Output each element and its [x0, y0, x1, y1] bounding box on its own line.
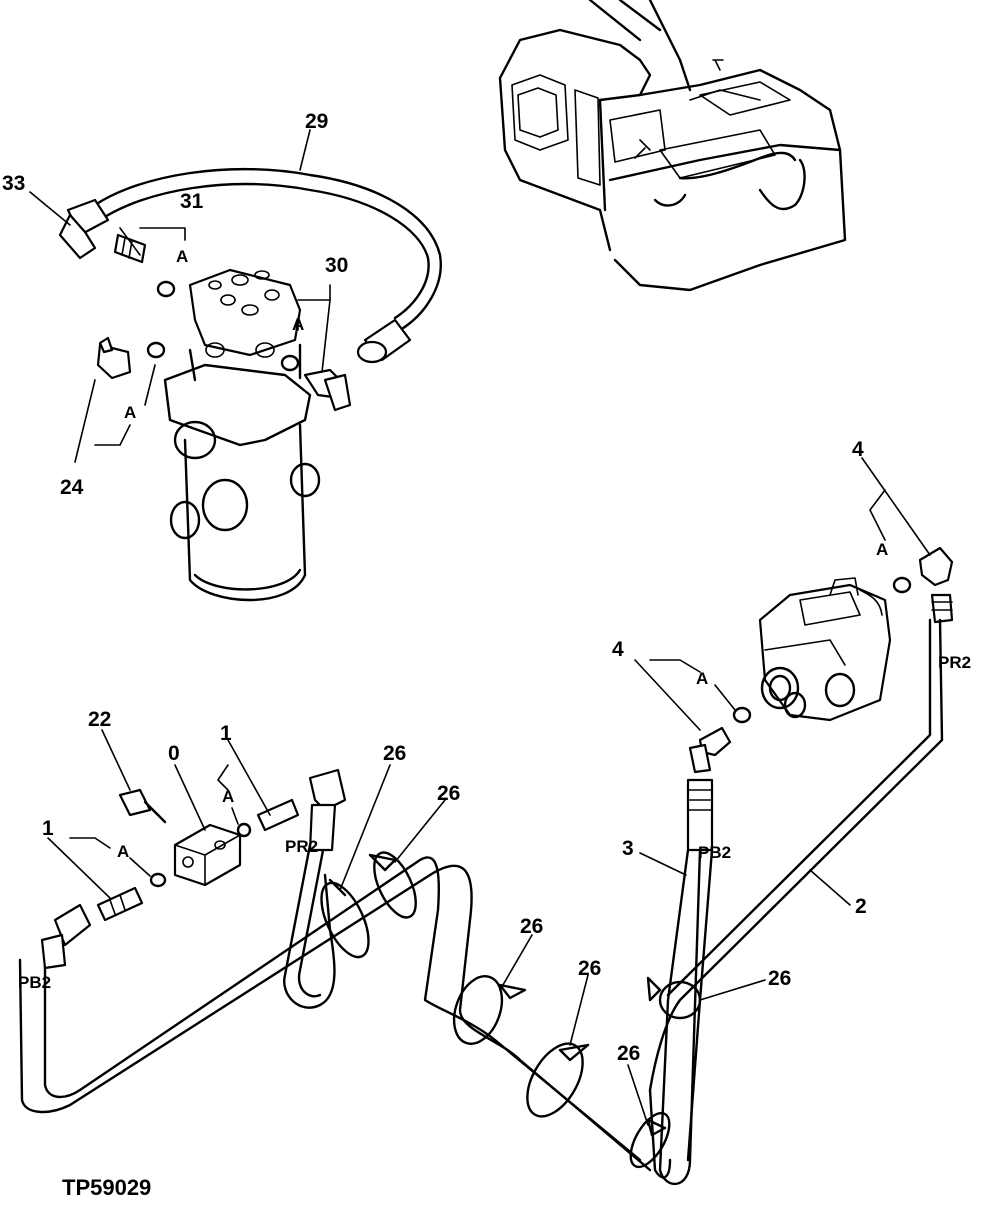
callout-33: 33 [2, 172, 25, 195]
control-valve-assembly [732, 576, 912, 724]
callout-31: 31 [180, 190, 204, 213]
bolt-22 [118, 788, 167, 824]
callout-2: 2 [855, 895, 867, 918]
hose-bundle-lower [18, 768, 652, 1172]
fitting-1-upper [236, 798, 300, 838]
manifold-block-0 [173, 823, 242, 887]
callout-1-upper: 1 [220, 722, 232, 745]
port-label-pr2-left: PR2 [285, 837, 318, 856]
o-ring-letter-labels: A A A A A A A [117, 247, 888, 861]
leader-lines [29, 129, 931, 1126]
callout-4-lower: 4 [612, 638, 624, 661]
label-a-24: A [124, 403, 136, 422]
fitting-31 [113, 233, 176, 298]
callout-24: 24 [60, 476, 84, 499]
callout-26-f: 26 [768, 967, 791, 990]
machine-locator-illustration [498, 0, 847, 292]
figure-id: TP59029 [62, 1175, 151, 1200]
callout-1-left: 1 [42, 817, 54, 840]
port-label-pb2-left: PB2 [18, 973, 51, 992]
swivel-joint-assembly [163, 268, 321, 602]
callout-26-d: 26 [578, 957, 601, 980]
hose-29 [58, 167, 442, 364]
fitting-1-left [96, 872, 167, 922]
port-label-pb2-mid: PB2 [698, 843, 731, 862]
port-label-pr2-right: PR2 [938, 653, 971, 672]
label-a-4-lower: A [696, 669, 708, 688]
label-a-1-upper: A [222, 787, 234, 806]
callout-29: 29 [305, 110, 328, 133]
callout-26-c: 26 [520, 915, 543, 938]
callout-26-e: 26 [617, 1042, 640, 1065]
callout-26-a: 26 [383, 742, 406, 765]
fitting-4-lower [688, 726, 732, 774]
label-a-31: A [176, 247, 188, 266]
label-a-1-left: A [117, 842, 129, 861]
port-labels: PR2 PB2 PR2 PB2 [18, 653, 971, 992]
callout-0: 0 [168, 742, 180, 765]
callout-4-upper: 4 [852, 438, 864, 461]
callout-3: 3 [622, 837, 634, 860]
callout-26-b: 26 [437, 782, 460, 805]
hose-2 [648, 618, 944, 1179]
callout-22: 22 [88, 708, 111, 731]
callout-30: 30 [325, 254, 348, 277]
fitting-24 [96, 336, 166, 380]
callout-labels: 33 31 29 30 24 4 4 22 0 1 1 26 26 26 26 … [2, 110, 867, 1065]
label-a-30: A [292, 315, 304, 334]
fitting-4-upper [918, 546, 954, 624]
clamp-26-group [320, 851, 702, 1169]
label-a-4-upper: A [876, 540, 888, 559]
fitting-30 [280, 354, 352, 412]
